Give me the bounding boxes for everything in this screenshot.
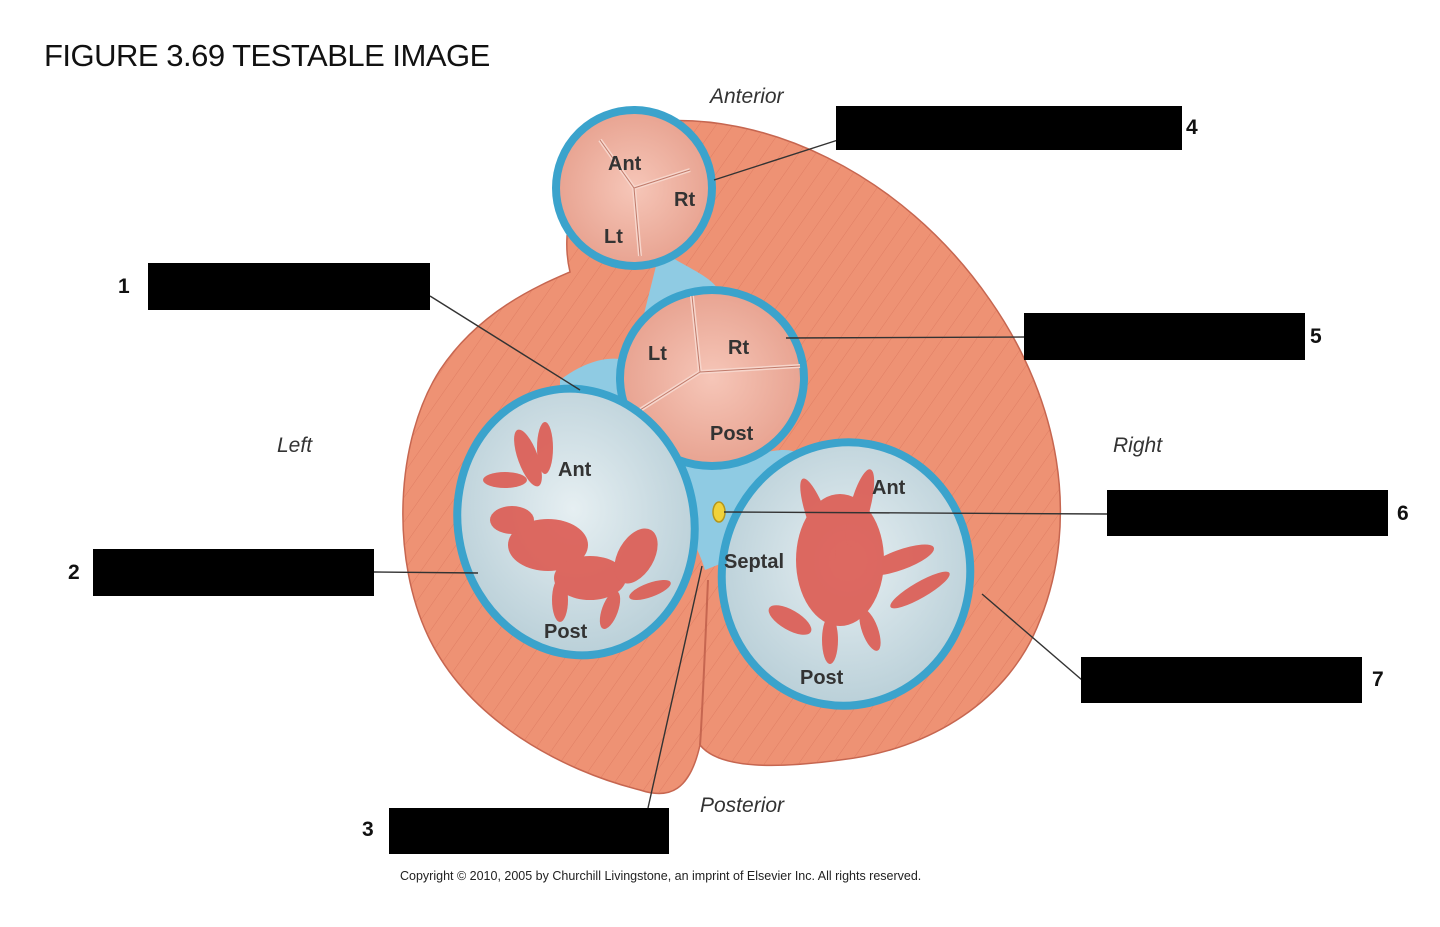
yellow-nodule bbox=[712, 501, 726, 523]
orientation-right: Right bbox=[1113, 434, 1163, 457]
tricuspid-valve bbox=[717, 438, 975, 710]
pulmonary-cusp-ant: Ant bbox=[608, 153, 642, 175]
answer-box-5[interactable] bbox=[1024, 313, 1305, 360]
label-number-4: 4 bbox=[1186, 116, 1198, 139]
tricuspid-leaflets bbox=[768, 469, 950, 664]
pulmonary-valve bbox=[552, 106, 716, 270]
pulmonary-cusp-lt: Lt bbox=[604, 226, 623, 248]
answer-box-6[interactable] bbox=[1107, 490, 1388, 536]
answer-box-7[interactable] bbox=[1081, 657, 1362, 703]
mitral-cusp-post: Post bbox=[544, 621, 588, 643]
aortic-cusp-lt: Lt bbox=[648, 343, 667, 365]
page-title: FIGURE 3.69 TESTABLE IMAGE bbox=[44, 38, 490, 73]
mitral-valve bbox=[453, 384, 699, 660]
leader-lines bbox=[373, 139, 1109, 809]
label-numbers: 1 2 3 4 5 6 7 bbox=[68, 116, 1409, 841]
aortic-valve bbox=[616, 286, 808, 470]
mitral-leaflets bbox=[483, 422, 671, 629]
label-number-7: 7 bbox=[1372, 668, 1384, 691]
orientation-left: Left bbox=[277, 434, 313, 457]
cusp-labels: Ant Rt Lt Lt Rt Post Ant Post Ant Septal… bbox=[544, 153, 906, 689]
aortic-cusp-rt: Rt bbox=[728, 337, 749, 359]
label-number-5: 5 bbox=[1310, 325, 1322, 348]
label-number-3: 3 bbox=[362, 818, 374, 841]
orientation-anterior: Anterior bbox=[708, 85, 785, 108]
orientation-posterior: Posterior bbox=[700, 794, 785, 817]
tricuspid-cusp-post: Post bbox=[800, 667, 844, 689]
label-number-1: 1 bbox=[118, 275, 130, 298]
answer-box-1[interactable] bbox=[148, 263, 430, 310]
answer-box-3[interactable] bbox=[389, 808, 669, 854]
aortic-cusp-post: Post bbox=[710, 423, 754, 445]
answer-boxes bbox=[93, 106, 1388, 854]
answer-box-2[interactable] bbox=[93, 549, 374, 596]
copyright-notice: Copyright © 2010, 2005 by Churchill Livi… bbox=[400, 869, 921, 883]
pulmonary-cusp-rt: Rt bbox=[674, 189, 695, 211]
tricuspid-cusp-septal: Septal bbox=[724, 551, 784, 573]
answer-box-4[interactable] bbox=[836, 106, 1182, 150]
orientation-labels: Anterior Posterior Left Right bbox=[277, 85, 1163, 817]
label-number-2: 2 bbox=[68, 561, 80, 584]
mitral-cusp-ant: Ant bbox=[558, 459, 592, 481]
label-number-6: 6 bbox=[1397, 502, 1409, 525]
tricuspid-cusp-ant: Ant bbox=[872, 477, 906, 499]
